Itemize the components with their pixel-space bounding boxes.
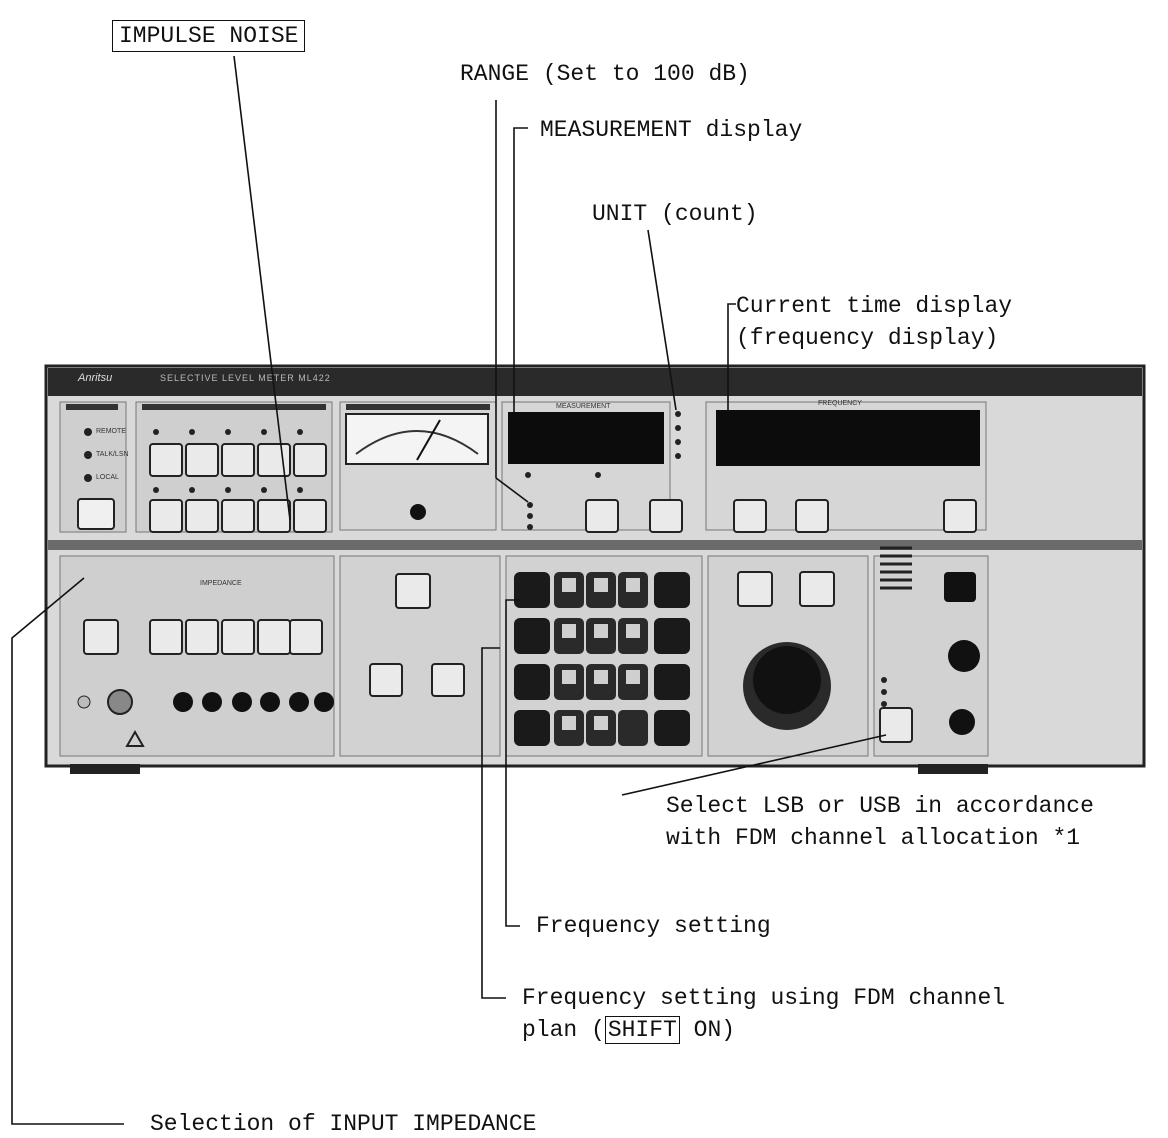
- local-led-label: LOCAL: [96, 474, 119, 481]
- frequency-panel-label: FREQUENCY: [818, 400, 862, 407]
- select-lsb-usb-label-line2: with FDM channel allocation *1: [666, 824, 1080, 852]
- unit-count-label: UNIT (count): [592, 200, 758, 228]
- impedance-panel-label: IMPEDANCE: [200, 580, 242, 587]
- frequency-setting-label: Frequency setting: [536, 912, 771, 940]
- fdm-plan-label-line2: plan (SHIFT ON): [522, 1016, 735, 1044]
- range-label: RANGE (Set to 100 dB): [460, 60, 750, 88]
- impulse-noise-label: IMPULSE NOISE: [112, 20, 305, 52]
- select-lsb-usb-label-line1: Select LSB or USB in accordance: [666, 792, 1094, 820]
- fdm-plan-label-line1: Frequency setting using FDM channel: [522, 984, 1005, 1012]
- brand-logo: Anritsu: [78, 372, 112, 384]
- fdm-plan-suffix: ON): [680, 1017, 735, 1043]
- measurement-panel-label: MEASUREMENT: [556, 403, 610, 410]
- current-time-label-line2: (frequency display): [736, 324, 998, 352]
- input-impedance-label: Selection of INPUT IMPEDANCE: [150, 1110, 536, 1138]
- talk-listen-led-label: TALK/LSN: [96, 451, 129, 458]
- shift-key-label: SHIFT: [605, 1016, 680, 1044]
- current-time-label-line1: Current time display: [736, 292, 1012, 320]
- measurement-display-label: MEASUREMENT display: [540, 116, 802, 144]
- fdm-plan-prefix: plan (: [522, 1017, 605, 1043]
- model-name: SELECTIVE LEVEL METER ML422: [160, 373, 331, 383]
- remote-led-label: REMOTE: [96, 428, 126, 435]
